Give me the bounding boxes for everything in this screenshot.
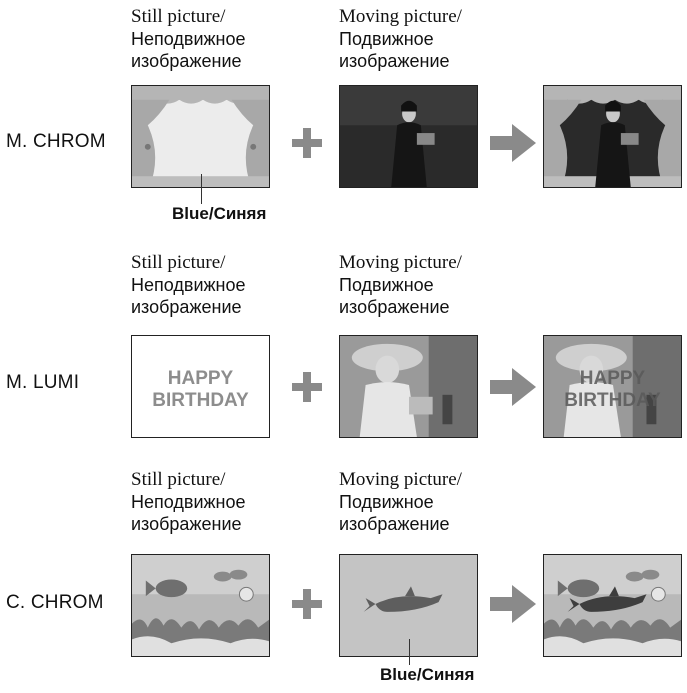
still-image-aquarium — [131, 554, 270, 657]
still-text-birthday: BIRTHDAY — [152, 390, 249, 411]
plus-icon — [290, 587, 324, 626]
still-text-happy: HAPPY — [167, 368, 234, 389]
moving-image-woman-hat — [339, 335, 478, 438]
moving-image-dolphin — [339, 554, 478, 657]
callout-blue: Blue/Синяя — [380, 665, 475, 684]
mode-label: M. CHROM — [6, 131, 106, 152]
moving-image-woman — [339, 85, 478, 188]
still-image-curtain — [131, 85, 270, 188]
result-image — [543, 85, 682, 188]
moving-caption: Moving picture/ Подвижное изображение — [339, 6, 462, 71]
row-m-lumi: Still picture/ Неподвижное изображение M… — [0, 248, 687, 476]
moving-caption: Moving picture/ Подвижное изображение — [339, 469, 462, 534]
callout-blue: Blue/Синяя — [172, 204, 267, 223]
callout-leader — [409, 639, 410, 665]
callout-leader — [201, 174, 202, 204]
moving-caption: Moving picture/ Подвижное изображение — [339, 252, 462, 317]
still-image-text: HAPPY BIRTHDAY — [131, 335, 270, 438]
result-image — [543, 554, 682, 657]
arrow-right-icon — [490, 585, 536, 628]
row-c-chrom: Still picture/ Неподвижное изображение M… — [0, 465, 687, 693]
still-caption: Still picture/ Неподвижное изображение — [131, 252, 246, 317]
result-text-happy: HAPPY — [579, 368, 646, 389]
still-caption: Still picture/ Неподвижное изображение — [131, 6, 246, 71]
arrow-right-icon — [490, 124, 536, 167]
still-caption: Still picture/ Неподвижное изображение — [131, 469, 246, 534]
mode-label: C. CHROM — [6, 592, 104, 613]
row-m-chrom: Still picture/ Неподвижное изображение M… — [0, 0, 687, 228]
result-text-birthday: BIRTHDAY — [564, 390, 661, 411]
arrow-right-icon — [490, 368, 536, 411]
plus-icon — [290, 126, 324, 165]
plus-icon — [290, 370, 324, 409]
result-image: HAPPY BIRTHDAY — [543, 335, 682, 438]
mode-label: M. LUMI — [6, 372, 80, 393]
